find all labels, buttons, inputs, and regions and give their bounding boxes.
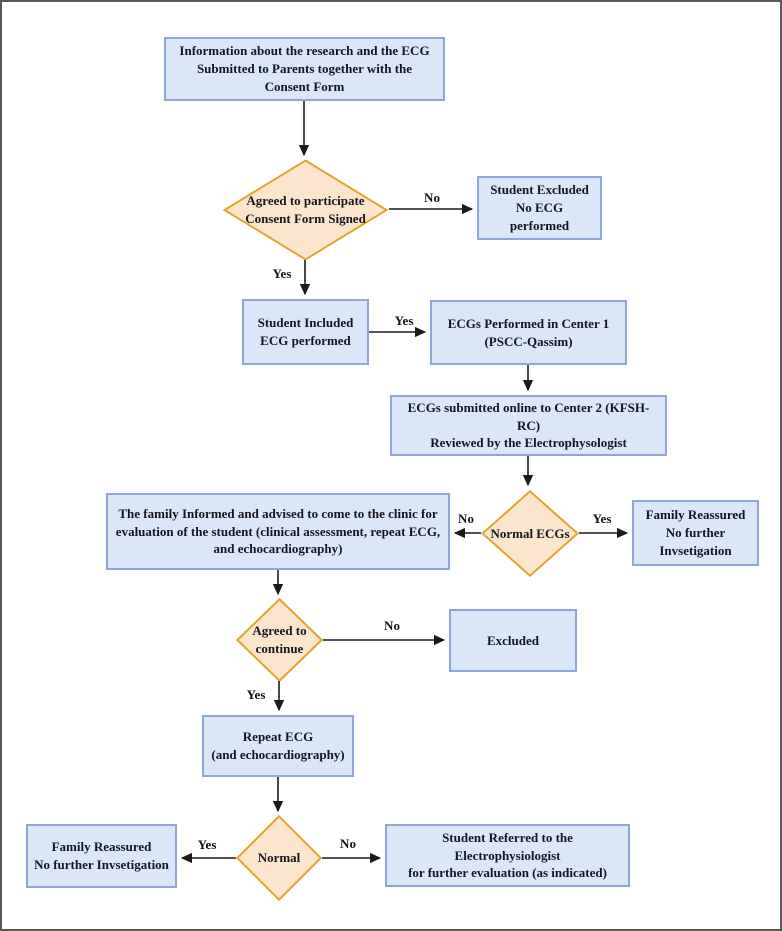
node-info-consent-text: Information about the research and the E… bbox=[179, 43, 430, 94]
edge-label-yes-included: Yes bbox=[394, 313, 414, 328]
node-student-excluded-text: Student Excluded No ECG performed bbox=[490, 182, 589, 233]
node-family-reassured-right-text: Family Reassured No further Invsetigatio… bbox=[645, 507, 746, 558]
node-ecg-center2-text: ECGs submitted online to Center 2 (KFSH-… bbox=[407, 399, 650, 451]
node-family-reassured-bottom: Family Reassured No further Invsetigatio… bbox=[26, 824, 177, 888]
node-info-consent: Information about the research and the E… bbox=[164, 37, 445, 101]
node-ecg-center2: ECGs submitted online to Center 2 (KFSH-… bbox=[390, 395, 667, 456]
edge-label-yes-participate: Yes bbox=[272, 266, 292, 281]
node-family-reassured-right: Family Reassured No further Invsetigatio… bbox=[632, 500, 759, 566]
edge-label-yes-normal-ecgs: Yes bbox=[592, 511, 612, 526]
node-student-excluded: Student Excluded No ECG performed bbox=[477, 176, 602, 240]
decision-agreed-participate-text: Agreed to participate Consent Form Signe… bbox=[245, 193, 366, 226]
edge-label-no-normal-ecgs: No bbox=[458, 511, 474, 526]
node-ecg-center1: ECGs Performed in Center 1 (PSCC-Qassim) bbox=[430, 300, 627, 365]
node-student-included: Student Included ECG performed bbox=[242, 299, 369, 365]
node-repeat-ecg-text: Repeat ECG (and echocardiography) bbox=[211, 729, 345, 762]
node-excluded: Excluded bbox=[449, 609, 577, 672]
node-student-included-text: Student Included ECG performed bbox=[257, 315, 354, 348]
node-excluded-text: Excluded bbox=[486, 632, 539, 648]
diamond-shape bbox=[236, 598, 323, 682]
diamond-shape bbox=[481, 490, 579, 577]
diamond-shape bbox=[236, 815, 322, 901]
node-family-informed-text: The family Informed and advised to come … bbox=[115, 505, 441, 557]
node-student-referred-text: Student Referred to the Electrophysiolog… bbox=[408, 829, 607, 881]
edge-label-no-normal: No bbox=[340, 836, 356, 851]
diamond-shape bbox=[222, 159, 389, 261]
decision-agreed-participate: Agreed to participate Consent Form Signe… bbox=[222, 159, 389, 261]
edge-label-yes-continue: Yes bbox=[246, 687, 266, 702]
edge-label-no-continue: No bbox=[384, 618, 400, 633]
node-student-referred: Student Referred to the Electrophysiolog… bbox=[385, 824, 630, 887]
node-family-reassured-bottom-text: Family Reassured No further Invsetigatio… bbox=[34, 839, 169, 872]
node-family-informed: The family Informed and advised to come … bbox=[106, 493, 450, 570]
decision-normal-ecgs-text: Normal ECGs bbox=[490, 525, 570, 541]
decision-agreed-continue-text: Agreed to continue bbox=[252, 623, 307, 656]
decision-agreed-continue: Agreed to continue bbox=[236, 598, 323, 682]
decision-normal-repeat: Normal bbox=[236, 815, 322, 901]
decision-normal-ecgs: Normal ECGs bbox=[481, 490, 579, 577]
edge-label-yes-normal: Yes bbox=[197, 837, 217, 852]
edge-label-no-participate: No bbox=[424, 190, 440, 205]
decision-normal-repeat-text: Normal bbox=[257, 850, 301, 866]
node-repeat-ecg: Repeat ECG (and echocardiography) bbox=[202, 715, 354, 777]
node-ecg-center1-text: ECGs Performed in Center 1 (PSCC-Qassim) bbox=[447, 315, 610, 349]
